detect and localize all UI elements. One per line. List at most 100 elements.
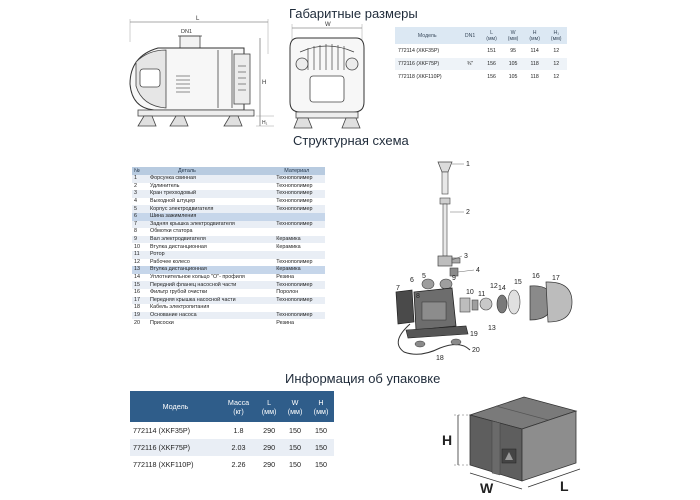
parts-header-part: Деталь	[148, 167, 271, 175]
pack-header-l: L(мм)	[256, 391, 283, 422]
part-number-cell: 20	[132, 319, 148, 327]
dim-header-dn1: DN1	[459, 27, 481, 45]
part-number-cell: 12	[132, 258, 148, 267]
pack-header-mass: Масса(кг)	[221, 391, 257, 422]
pack-header-model: Модель	[130, 391, 221, 422]
structure-title: Структурная схема	[293, 133, 409, 148]
part-label-8: 8	[416, 293, 420, 300]
part-name-cell: Втулка дистанционная	[148, 266, 271, 274]
part-material-cell: Керамика	[270, 266, 325, 274]
dim-label-DN1: DN1	[181, 29, 192, 35]
dim-header-model: Модель	[395, 27, 460, 45]
part-material-cell: Резина	[270, 273, 325, 282]
part-number-cell: 7	[132, 220, 148, 229]
packing-table: Модель Масса(кг) L(мм) W(мм) H(мм) 77211…	[130, 391, 334, 473]
part-number-cell: 6	[132, 212, 148, 221]
part-name-cell: Ротор	[148, 250, 271, 259]
dim-label-H: H	[262, 80, 266, 86]
part-number-cell: 5	[132, 205, 148, 213]
part-name-cell: Присоски	[148, 319, 271, 327]
dim-header-h: H(мм)	[523, 27, 546, 45]
part-label-9: 9	[452, 275, 456, 282]
part-number-cell: 13	[132, 266, 148, 274]
pack-header-h: H(мм)	[308, 391, 334, 422]
part-label-14: 14	[498, 285, 506, 292]
dim-header-w: W(мм)	[502, 27, 524, 45]
part-number-cell: 18	[132, 304, 148, 312]
part-name-cell: Основание насоса	[148, 311, 271, 320]
part-number-cell: 19	[132, 311, 148, 320]
part-material-cell	[270, 212, 325, 221]
exploded-view-diagram: 1 2 3 4 5 6 7 8 9 10 11 12 13 14 15 16 1…	[395, 161, 573, 362]
part-name-cell: Задняя крышка электродвигателя	[148, 220, 271, 229]
part-number-cell: 14	[132, 273, 148, 282]
package-box-drawing: H W L	[442, 396, 581, 496]
part-name-cell: Обмотки статора	[148, 228, 271, 236]
part-label-11: 11	[478, 291, 485, 298]
part-material-cell	[270, 250, 325, 259]
parts-header-material: Материал	[270, 167, 325, 175]
box-label-L: L	[560, 478, 569, 494]
part-number-cell: 3	[132, 190, 148, 198]
part-material-cell: Керамика	[270, 235, 325, 244]
part-name-cell: Фильтр грубой очистки	[148, 288, 271, 297]
part-label-19: 19	[470, 331, 478, 338]
part-label-7: 7	[396, 285, 400, 292]
table-row: 772116 (XKF75P) 2.03 290 150 150	[130, 439, 334, 456]
part-number-cell: 17	[132, 296, 148, 305]
part-name-cell: Шина зажимления	[148, 212, 271, 221]
part-label-3: 3	[464, 253, 468, 260]
part-name-cell: Кран трехходовый	[148, 190, 271, 198]
part-label-20: 20	[472, 347, 480, 354]
pack-header-w: W(мм)	[282, 391, 309, 422]
part-name-cell: Рабочее колесо	[148, 258, 271, 267]
part-name-cell: Кабель электропитания	[148, 304, 271, 312]
dim-header-h1: H₁(мм)	[545, 27, 567, 45]
part-material-cell: Технополимер	[270, 258, 325, 267]
part-name-cell: Форсунка свинная	[148, 175, 271, 183]
part-label-18: 18	[436, 355, 444, 362]
part-name-cell: Вал электродвигателя	[148, 235, 271, 244]
part-material-cell	[270, 304, 325, 312]
box-label-H: H	[442, 432, 452, 448]
part-label-6: 6	[410, 277, 414, 284]
part-name-cell: Втулка дистанционная	[148, 243, 271, 251]
part-material-cell: Технополимер	[270, 182, 325, 191]
part-name-cell: Передний фланец насосной части	[148, 281, 271, 289]
box-label-W: W	[480, 480, 494, 496]
part-material-cell: Резина	[270, 319, 325, 327]
part-name-cell: Выходной штуцер	[148, 197, 271, 206]
pump-front-view-drawing: W	[289, 22, 365, 129]
part-material-cell: Поролон	[270, 288, 325, 297]
part-number-cell: 10	[132, 243, 148, 251]
part-material-cell: Технополимер	[270, 296, 325, 305]
part-number-cell: 8	[132, 228, 148, 236]
part-material-cell: Технополимер	[270, 205, 325, 213]
dim-label-H1: H₁	[262, 120, 268, 126]
part-material-cell: Технополимер	[270, 197, 325, 206]
packing-title: Информация об упаковке	[285, 371, 441, 386]
part-label-10: 10	[466, 289, 474, 296]
table-row: 772114 (XKF35P) 1.8 290 150 150	[133, 426, 327, 435]
part-label-16: 16	[532, 273, 540, 280]
